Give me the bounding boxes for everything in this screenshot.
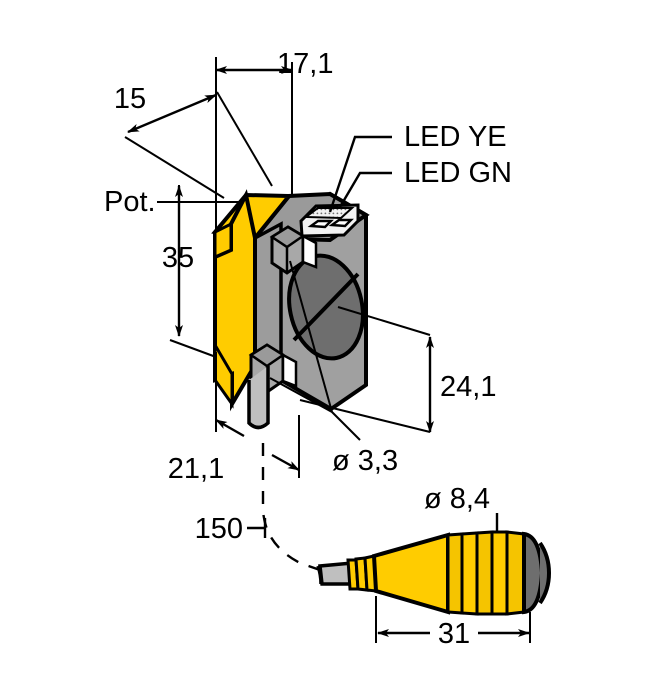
cable-stub-end bbox=[247, 421, 270, 429]
dimension-mount-21-1: 21,1 bbox=[168, 352, 300, 485]
dimension-width-15: 15 bbox=[114, 83, 273, 199]
sensor-housing bbox=[211, 189, 370, 430]
dimension-lens-24-1: 24,1 bbox=[299, 306, 496, 433]
m8-connector bbox=[316, 530, 552, 616]
dimension-label-35: 35 bbox=[162, 242, 194, 274]
dimension-label-31: 31 bbox=[438, 618, 470, 650]
led-indicator-window bbox=[299, 203, 360, 238]
dimension-depth-17-1: 17,1 bbox=[215, 48, 333, 80]
potentiometer-notch bbox=[213, 221, 233, 260]
connector-diameter-label: ø 8,4 bbox=[424, 483, 490, 515]
dimension-label-17-1: 17,1 bbox=[277, 48, 333, 80]
callout-cable-length: 150 bbox=[195, 443, 321, 572]
dimension-label-15: 15 bbox=[114, 83, 146, 115]
dimension-connector-length-31: 31 bbox=[375, 596, 531, 650]
led-gn-label: LED GN bbox=[404, 157, 512, 189]
led-labels-group: LED YE LED GN bbox=[328, 121, 512, 213]
led-ye-label: LED YE bbox=[404, 121, 507, 153]
cable-path-dashed bbox=[261, 443, 321, 572]
connector-grip-2 bbox=[460, 531, 479, 616]
led-ye-leader bbox=[328, 135, 392, 213]
callout-connector-diameter: ø 8,4 bbox=[424, 483, 499, 532]
connector-grip-5 bbox=[505, 530, 526, 616]
mounting-hole-top-bore bbox=[301, 233, 318, 269]
led-green-window bbox=[328, 218, 354, 228]
cable-length-label: 150 bbox=[195, 513, 243, 545]
mounting-hole-top bbox=[269, 225, 318, 275]
led-window-diffuser bbox=[303, 207, 355, 220]
connector-grip-3 bbox=[475, 530, 494, 616]
dimension-label-24-1: 24,1 bbox=[440, 371, 496, 403]
callout-hole-diameter: ø 3,3 bbox=[269, 260, 398, 477]
mounting-hole-bottom-bore bbox=[281, 352, 298, 388]
dimension-height-35: 35 bbox=[162, 185, 217, 358]
connector-grip-4 bbox=[490, 530, 509, 616]
potentiometer-label: Pot. bbox=[104, 186, 156, 218]
hole-diameter-label: ø 3,3 bbox=[332, 445, 398, 477]
connector-end-collar bbox=[538, 541, 552, 605]
cable-entry-cap bbox=[316, 565, 323, 585]
dimension-label-21-1: 21,1 bbox=[168, 453, 224, 485]
connector-grip-1 bbox=[446, 532, 464, 615]
led-gn-leader bbox=[338, 171, 392, 208]
label-potentiometer-group: Pot. bbox=[104, 186, 252, 218]
led-yellow-window bbox=[307, 219, 334, 229]
